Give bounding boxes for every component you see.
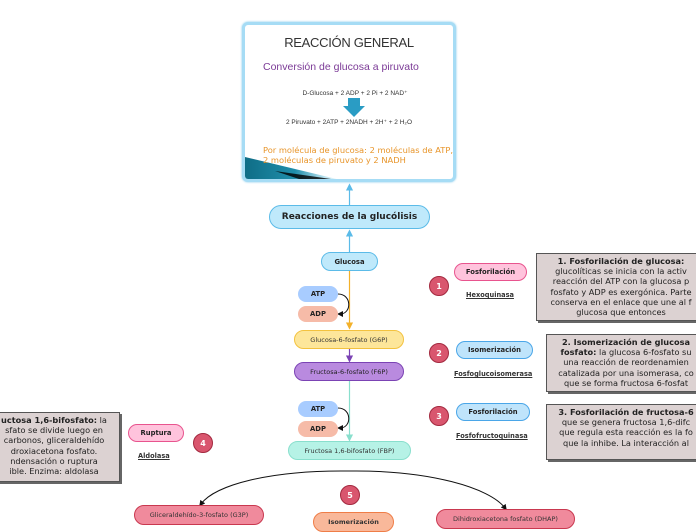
step3-desc-line: que la inhibe. La interacción al [563, 437, 689, 448]
equation-reactants: D-Glucosa + 2 ADP + 2 Pi + 2 NAD⁺ [302, 90, 408, 97]
g3p-node[interactable]: Gliceraldehído-3-fosfato (G3P) [134, 505, 264, 525]
step2-desc-title2: fosfato: [560, 347, 597, 358]
step5-label-isomerizacion[interactable]: Isomerización [313, 512, 394, 532]
g6p-node[interactable]: Glucosa-6-fosfato (G6P) [294, 330, 404, 349]
enzyme-fosfofructoquinasa[interactable]: Fosfofructoquinasa [456, 432, 528, 440]
step4-desc-title-tail: la [97, 415, 107, 425]
f6p-node[interactable]: Fructosa-6-fosfato (F6P) [294, 362, 404, 381]
step2-label-isomerizacion[interactable]: Isomerización [456, 341, 533, 359]
slide-note: Por molécula de glucosa: 2 moléculas de … [263, 145, 453, 165]
atp-adp-curve-2 [337, 407, 350, 431]
step4-label-ruptura[interactable]: Ruptura [128, 424, 184, 442]
step3-desc-title: 3. Fosforilación de fructosa-6 [558, 407, 694, 417]
step1-desc-line: glucolíticas se inicia con la activ [555, 266, 687, 277]
step2-desc-title: 2. Isomerización de glucosa [561, 337, 691, 347]
adp-node-step1[interactable]: ADP [298, 306, 338, 322]
enzyme-aldolasa[interactable]: Aldolasa [138, 452, 170, 460]
step-number-4: 4 [193, 433, 213, 453]
step2-desc-line: la glucosa 6-fosfato su [596, 347, 692, 358]
decorative-wedge [245, 157, 337, 179]
step2-desc-line: catalizada por una isomerasa, co [558, 367, 694, 378]
step3-description: 3. Fosforilación de fructosa-6 que se ge… [546, 404, 696, 460]
step4-desc-line: carbonos, gliceraldehído [3, 435, 105, 446]
split-arrow-dhap [348, 470, 507, 511]
split-arrow-g3p [199, 470, 350, 507]
fbp-node[interactable]: Fructosa 1,6-bifosfato (FBP) [288, 441, 411, 460]
step-number-2: 2 [429, 343, 449, 363]
step1-desc-line: conserva en el enlace que une al f [550, 296, 692, 307]
enzyme-hexoquinasa[interactable]: Hexoquinasa [466, 291, 514, 299]
general-reaction-slide[interactable]: REACCIÓN GENERAL Conversión de glucosa a… [242, 22, 456, 182]
glucosa-node[interactable]: Glucosa [321, 252, 378, 271]
step3-desc-line: que se genera fructosa 1,6-difc [561, 417, 691, 428]
step3-desc-line: que regula esta reacción es la fo [559, 427, 693, 438]
step2-desc-line: que se forma fructosa 6-fosfat [563, 377, 689, 388]
atp-node-step3[interactable]: ATP [298, 401, 338, 417]
step4-desc-line: ible. Enzima: aldolasa [9, 466, 99, 477]
step4-desc-title: uctosa 1,6-bifosfato: [1, 415, 98, 425]
step2-description: 2. Isomerización de glucosa fosfato: la … [546, 334, 696, 392]
atp-adp-curve-1 [337, 293, 350, 317]
step1-label-fosforilacion[interactable]: Fosforilación [454, 263, 527, 281]
slide-title: REACCIÓN GENERAL [284, 35, 414, 50]
equation-products: 2 Piruvato + 2ATP + 2NADH + 2H⁺ + 2 H₂O [285, 119, 413, 126]
step1-desc-line: fosfato y ADP es exergónica. Parte [550, 286, 692, 297]
enzyme-fosfoglucoisomerasa[interactable]: Fosfoglucoisomerasa [454, 370, 533, 378]
step-number-1: 1 [429, 276, 449, 296]
step3-label-fosforilacion[interactable]: Fosforilación [456, 403, 530, 421]
step1-desc-line: reacción del ATP con la glucosa p [552, 276, 690, 287]
step4-desc-line: sfato se divide luego en [5, 425, 103, 436]
step1-description: 1. Fosforilación de glucosa: glucolítica… [536, 253, 696, 321]
step4-desc-line: droxiacetona fosfato. [10, 445, 98, 456]
step1-desc-title: 1. Fosforilación de glucosa: [557, 256, 685, 266]
slide-subtitle: Conversión de glucosa a piruvato [263, 61, 419, 73]
atp-node-step1[interactable]: ATP [298, 286, 338, 302]
step4-description: uctosa 1,6-bifosfato: la sfato se divide… [0, 412, 120, 482]
dhap-node[interactable]: Dihidroxiacetona fosfato (DHAP) [436, 509, 575, 529]
adp-node-step3[interactable]: ADP [298, 421, 338, 437]
step-number-3: 3 [429, 406, 449, 426]
step1-desc-line: glucosa que entonces [576, 307, 666, 318]
step2-desc-line: una reacción de reordenamien [563, 357, 689, 368]
step4-desc-line: ndensación o ruptura [10, 455, 98, 466]
central-topic[interactable]: Reacciones de la glucólisis [269, 205, 430, 229]
down-arrow-icon [343, 98, 365, 117]
step-number-5: 5 [340, 485, 360, 505]
